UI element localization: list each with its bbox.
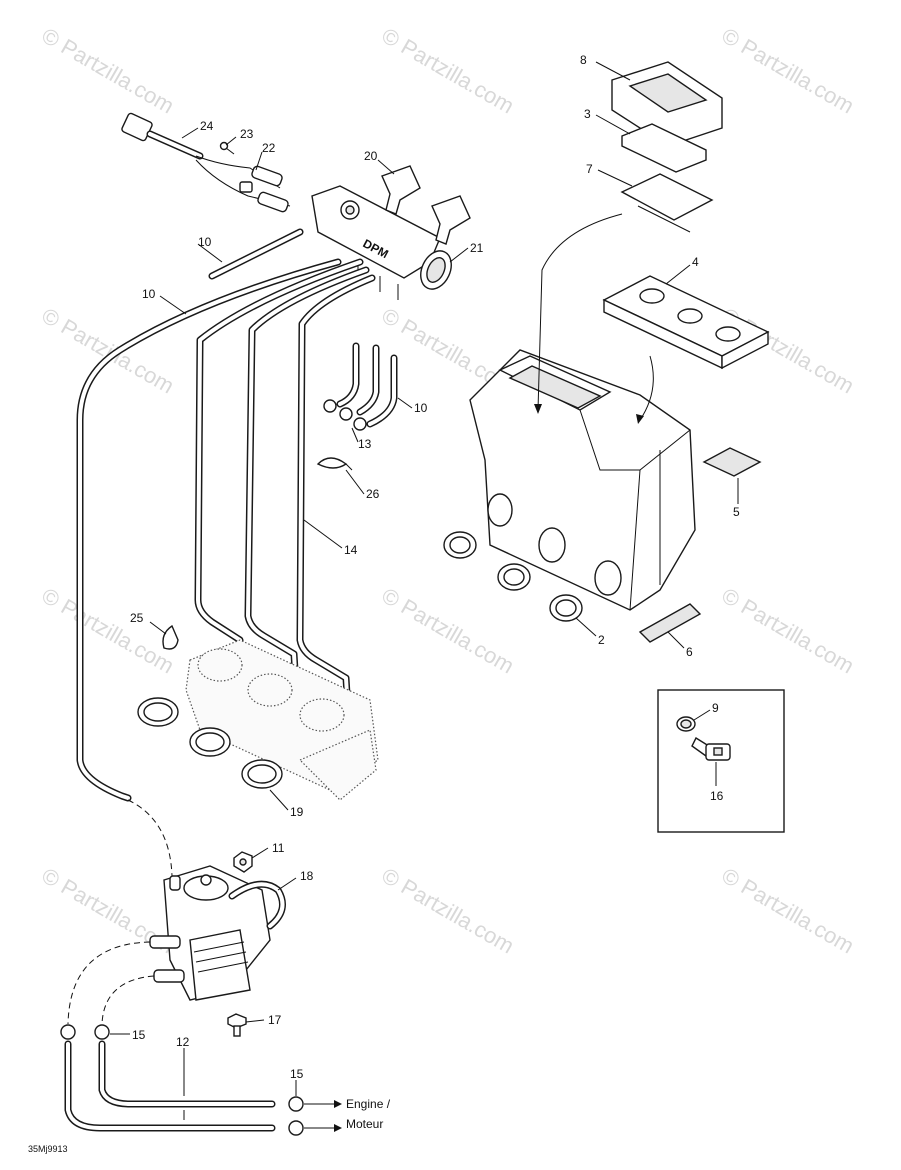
leader-lines xyxy=(110,61,739,1120)
part-7-plate[interactable] xyxy=(620,173,714,233)
part-9-grommet[interactable] xyxy=(676,716,696,732)
callout-10-vent[interactable]: 10 xyxy=(414,401,428,415)
callout-26[interactable]: 26 xyxy=(366,487,380,501)
callout-16[interactable]: 16 xyxy=(710,789,724,803)
watermark: © Partzilla.com xyxy=(38,23,179,119)
part-11-nut[interactable] xyxy=(233,851,253,873)
callout-18[interactable]: 18 xyxy=(300,869,314,883)
watermark: © Partzilla.com xyxy=(718,863,859,959)
watermark: © Partzilla.com xyxy=(378,23,519,119)
callout-8[interactable]: 8 xyxy=(580,53,587,67)
connection-dash xyxy=(127,799,173,877)
callout-10-long[interactable]: 10 xyxy=(142,287,156,301)
callout-20[interactable]: 20 xyxy=(364,149,378,163)
part-3-filter[interactable] xyxy=(621,123,707,173)
watermark: © Partzilla.com xyxy=(718,23,859,119)
callout-10-short[interactable]: 10 xyxy=(198,235,212,249)
callout-25[interactable]: 25 xyxy=(130,611,144,625)
part-16-sensor[interactable] xyxy=(691,736,731,761)
connection-dash xyxy=(67,941,151,1025)
callout-17[interactable]: 17 xyxy=(268,1013,282,1027)
arrow-head xyxy=(534,404,542,414)
part-17-bolt[interactable] xyxy=(227,1013,247,1037)
watermark: © Partzilla.com xyxy=(38,303,179,399)
part-22-injectors[interactable] xyxy=(239,165,289,213)
callout-24[interactable]: 24 xyxy=(200,119,214,133)
assembly-arrow xyxy=(639,355,654,421)
watermark: © Partzilla.com xyxy=(378,863,519,959)
callout-19[interactable]: 19 xyxy=(290,805,304,819)
part-26-tie[interactable] xyxy=(316,457,353,471)
fuel-rail[interactable]: DPM xyxy=(311,185,441,279)
callout-12[interactable]: 12 xyxy=(176,1035,190,1049)
part-6-strip[interactable] xyxy=(638,603,702,643)
callout-15-left[interactable]: 15 xyxy=(132,1028,146,1042)
arrow-head xyxy=(334,1124,342,1132)
part-10-long-hose[interactable] xyxy=(76,258,342,802)
callout-2[interactable]: 2 xyxy=(598,633,605,647)
part-15-clamps[interactable] xyxy=(60,1024,304,1136)
callout-9[interactable]: 9 xyxy=(712,701,719,715)
assembly-arrow xyxy=(537,213,623,411)
throttle-bodies xyxy=(185,639,379,801)
outlet-label-line1: Engine / xyxy=(346,1097,391,1111)
part-20-clips[interactable] xyxy=(381,165,471,245)
callout-3[interactable]: 3 xyxy=(584,107,591,121)
part-13-clamps[interactable] xyxy=(323,399,367,431)
pressure-regulator[interactable] xyxy=(149,865,271,1001)
callout-21[interactable]: 21 xyxy=(470,241,484,255)
part-5-pad[interactable] xyxy=(702,447,762,477)
drawing-code: 35Mj9913 xyxy=(28,1144,68,1154)
watermark: © Partzilla.com xyxy=(378,583,519,679)
callout-23[interactable]: 23 xyxy=(240,127,254,141)
part-14-hoses[interactable] xyxy=(194,258,376,748)
callouts: 8 3 7 4 5 6 2 24 23 22 20 21 10 10 10 13… xyxy=(130,53,740,1081)
callout-11[interactable]: 11 xyxy=(272,841,285,855)
part-23-screw[interactable] xyxy=(219,141,235,155)
inset-sensor-box xyxy=(657,689,785,833)
callout-13[interactable]: 13 xyxy=(358,437,372,451)
part-25-clip[interactable] xyxy=(162,624,179,650)
part-10-vent-hoses[interactable] xyxy=(336,342,398,428)
connection-dash xyxy=(101,975,155,1025)
part-12-hoses[interactable] xyxy=(64,1040,276,1132)
part-10-short-hose[interactable] xyxy=(208,228,304,280)
callout-7[interactable]: 7 xyxy=(586,162,593,176)
callout-6[interactable]: 6 xyxy=(686,645,693,659)
part-19-clamps[interactable] xyxy=(137,697,283,789)
arrow-head xyxy=(334,1100,342,1108)
part-2-grommets[interactable] xyxy=(443,531,583,622)
callout-15-right[interactable]: 15 xyxy=(290,1067,304,1081)
callout-5[interactable]: 5 xyxy=(733,505,740,519)
part-21-connector[interactable] xyxy=(415,246,457,294)
callout-4[interactable]: 4 xyxy=(692,255,699,269)
fuel-rail-group: DPM xyxy=(121,112,471,300)
callout-22[interactable]: 22 xyxy=(262,141,276,155)
part-4-gasket[interactable] xyxy=(602,275,770,370)
part-24-harness[interactable] xyxy=(121,112,291,207)
watermark: © Partzilla.com xyxy=(38,583,179,679)
arrow-head xyxy=(636,414,644,424)
callout-14[interactable]: 14 xyxy=(344,543,358,557)
air-silencer-group xyxy=(443,61,770,643)
watermark: © Partzilla.com xyxy=(718,583,859,679)
outlet-label-line2: Moteur xyxy=(346,1117,383,1131)
part-8-foam[interactable] xyxy=(611,61,723,147)
